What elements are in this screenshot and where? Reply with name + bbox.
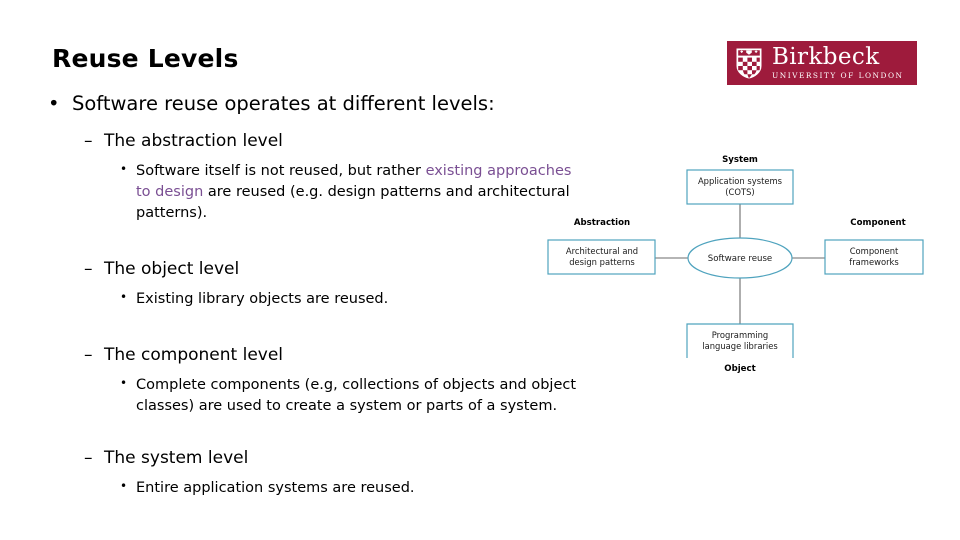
bullet-glyph-dash: –	[84, 259, 93, 280]
diagram-box-abstraction-line1: Architectural and	[566, 246, 638, 256]
outline-heading-component: – The component level	[0, 344, 640, 366]
diagram-center-label: Software reuse	[708, 254, 772, 264]
detail-text-pre: Existing library objects are reused.	[136, 291, 389, 308]
detail-text-pre: Entire application systems are reused.	[136, 480, 415, 496]
reuse-levels-diagram: System Application systems (COTS) Abstra…	[520, 132, 960, 394]
slide-body-outline: • Software reuse operates at different l…	[0, 92, 640, 499]
outline-heading-text: The component level	[104, 345, 284, 366]
bullet-glyph-disc: •	[48, 92, 60, 115]
logo-subtitle: UNIVERSITY OF LONDON	[772, 71, 904, 81]
outline-heading-system: – The system level	[0, 447, 640, 469]
outline-intro: • Software reuse operates at different l…	[0, 92, 640, 116]
birkbeck-shield-crest-icon	[735, 47, 763, 80]
diagram-box-component	[824, 239, 924, 275]
diagram-box-object-fill	[687, 324, 793, 358]
page-title: Reuse Levels	[52, 44, 239, 73]
outline-intro-text: Software reuse operates at different lev…	[72, 92, 495, 115]
diagram-box-abstraction-line2: design patterns	[569, 257, 635, 267]
outline-heading-text: The system level	[104, 447, 249, 468]
outline-detail-system: • Entire application systems are reused.	[0, 478, 640, 499]
diagram-box-system-line1: Application systems	[698, 176, 782, 186]
diagram-box-object	[686, 323, 794, 358]
outline-detail-object: • Existing library objects are reused.	[0, 289, 640, 310]
detail-text-pre: Software itself is not reused, but rathe…	[136, 163, 426, 180]
diagram-label-object: Object	[724, 364, 755, 374]
diagram-box-component-line2: frameworks	[849, 257, 898, 267]
bullet-glyph-dash: –	[84, 447, 93, 468]
diagram-box-component-line1: Component	[850, 246, 899, 256]
bullet-glyph-small-disc: •	[120, 290, 128, 305]
group-spacer	[0, 417, 640, 433]
logo-wordmark: Birkbeck UNIVERSITY OF LONDON	[772, 44, 904, 81]
logo-name: Birkbeck	[772, 44, 880, 71]
diagram-box-system	[686, 169, 794, 205]
outline-heading-text: The abstraction level	[104, 131, 283, 152]
diagram-box-object-line2: language libraries	[702, 341, 778, 351]
bullet-glyph-small-disc: •	[120, 162, 128, 177]
diagram-label-component: Component	[850, 218, 905, 228]
diagram-box-abstraction	[547, 239, 656, 275]
outline-detail-abstraction: • Software itself is not reused, but rat…	[0, 161, 640, 224]
detail-text-pre: Complete components (e.g, collections of…	[136, 377, 577, 415]
diagram-box-system-line2: (COTS)	[725, 187, 754, 197]
bullet-glyph-dash: –	[84, 131, 93, 152]
bullet-glyph-small-disc: •	[120, 376, 128, 391]
outline-heading-abstraction: – The abstraction level	[0, 130, 640, 152]
bullet-glyph-small-disc: •	[120, 479, 128, 493]
birkbeck-logo: Birkbeck UNIVERSITY OF LONDON	[727, 41, 917, 85]
diagram-center-ellipse	[687, 237, 793, 279]
diagram-label-system: System	[722, 155, 758, 165]
outline-detail-component: • Complete components (e.g, collections …	[0, 375, 640, 417]
detail-text-highlight: existing approaches to design	[136, 163, 572, 201]
outline-heading-object: – The object level	[0, 258, 640, 280]
diagram-label-abstraction: Abstraction	[574, 218, 630, 228]
bullet-glyph-dash: –	[84, 345, 93, 366]
diagram-box-object-line1: Programming	[712, 330, 768, 340]
detail-text-post: are reused (e.g. design patterns and arc…	[136, 184, 570, 222]
outline-heading-text: The object level	[104, 259, 240, 280]
